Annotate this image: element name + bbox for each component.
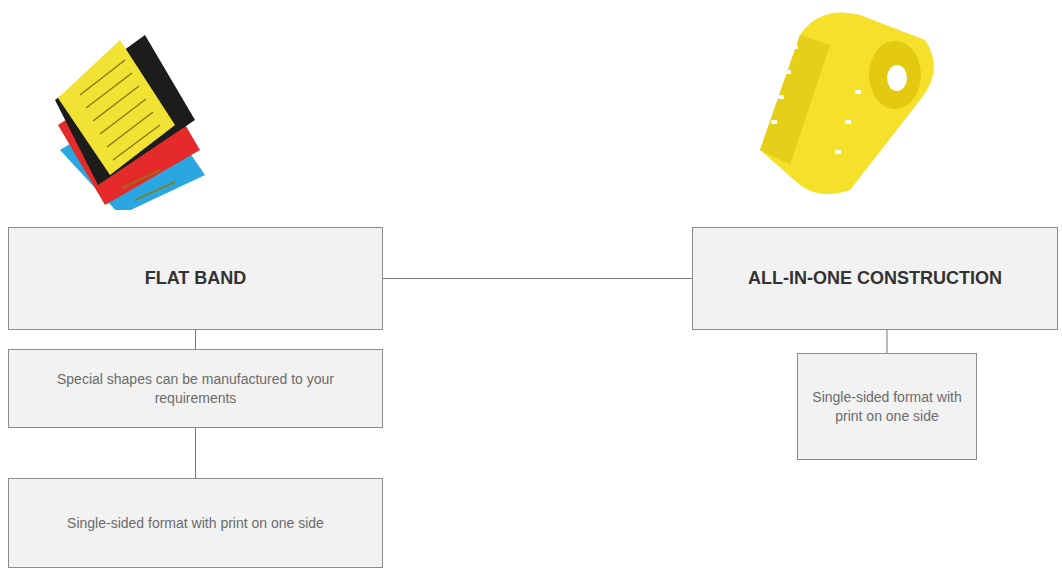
feature-box: Special shapes can be manufactured to yo… — [8, 349, 383, 428]
box-text: Single-sided format with print on one si… — [806, 388, 968, 426]
connector-line — [887, 330, 888, 353]
connector-line — [195, 428, 196, 478]
black-sheet — [55, 35, 195, 185]
feature-box: Single-sided format with print on one si… — [8, 478, 383, 568]
tube-roll — [760, 13, 934, 195]
roll-core — [887, 65, 907, 91]
roll-side — [869, 41, 921, 109]
yellow-sheet — [58, 40, 175, 175]
box-title: ALL-IN-ONE CONSTRUCTION — [748, 268, 1002, 289]
box-text: Special shapes can be manufactured to yo… — [17, 370, 374, 408]
category-box: FLAT BAND — [8, 227, 383, 330]
connector-line — [383, 278, 692, 279]
feature-box: Single-sided format with print on one si… — [797, 353, 977, 460]
box-title: FLAT BAND — [145, 268, 247, 289]
roll-body — [760, 13, 934, 195]
box-text: Single-sided format with print on one si… — [67, 514, 324, 533]
category-box: ALL-IN-ONE CONSTRUCTION — [692, 227, 1058, 330]
flat-band-sheets — [55, 35, 205, 210]
product-illustrations — [0, 0, 1062, 210]
connector-line — [195, 330, 196, 349]
roll-tape — [760, 35, 830, 165]
